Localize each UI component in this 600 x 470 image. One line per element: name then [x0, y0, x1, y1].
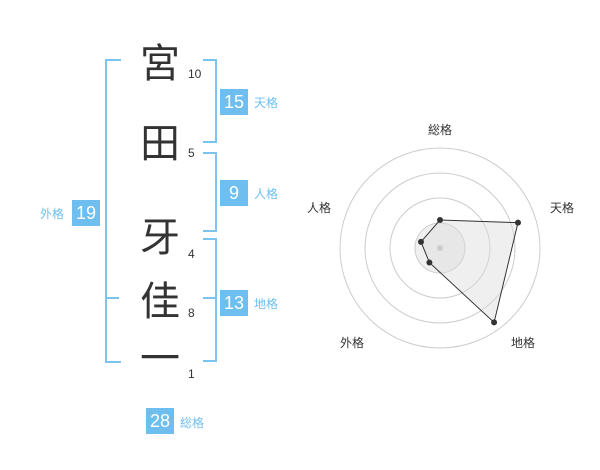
tenkaku-label: 天格: [254, 96, 279, 110]
stroke-count-3: 4: [188, 247, 195, 261]
radar-ring-3: [364, 172, 516, 324]
radar-ring-2: [389, 197, 491, 299]
radar-label-chikaku: 地格: [511, 336, 536, 350]
soukaku-value-badge: 28: [146, 408, 174, 434]
stroke-count-5: 1: [188, 367, 195, 381]
radar-polygon: [420, 219, 519, 324]
name-char-5: 一: [140, 336, 180, 382]
tenkaku-bracket: [203, 59, 217, 143]
radar-label-gaikaku: 外格: [340, 336, 365, 350]
gaikaku-bracket-tick: [105, 297, 119, 299]
radar-point-3: [491, 319, 498, 326]
radar-center: [437, 245, 443, 251]
radar-point-1: [437, 217, 443, 223]
stroke-count-4: 8: [188, 306, 195, 320]
gaikaku-bracket: [105, 59, 121, 363]
soukaku-label: 総格: [180, 416, 205, 430]
radar-label-soukaku: 総格: [428, 123, 453, 137]
radar-point-5: [417, 238, 424, 245]
chikaku-bracket-tick: [203, 297, 215, 299]
jinkaku-label: 人格: [254, 187, 279, 201]
jinkaku-bracket: [203, 152, 217, 232]
gaikaku-label: 外格: [40, 207, 65, 221]
chikaku-bracket: [203, 238, 217, 362]
stroke-count-2: 5: [188, 146, 195, 160]
radar-label-jinkaku: 人格: [307, 201, 332, 215]
stroke-count-1: 10: [188, 67, 202, 81]
name-char-1: 宮: [140, 41, 180, 87]
chikaku-label: 地格: [254, 297, 279, 311]
radar-ring-4: [339, 147, 541, 349]
name-char-3: 牙: [140, 215, 180, 261]
name-char-4: 佳: [140, 279, 180, 325]
radar-label-tenkaku: 天格: [550, 201, 575, 215]
radar-point-2: [514, 219, 521, 226]
name-char-2: 田: [140, 121, 180, 167]
radar-point-4: [426, 259, 433, 266]
gaikaku-value-badge: 19: [72, 200, 100, 226]
chikaku-value-badge: 13: [220, 290, 248, 316]
jinkaku-value-badge: 9: [220, 180, 248, 206]
tenkaku-value-badge: 15: [220, 89, 248, 115]
